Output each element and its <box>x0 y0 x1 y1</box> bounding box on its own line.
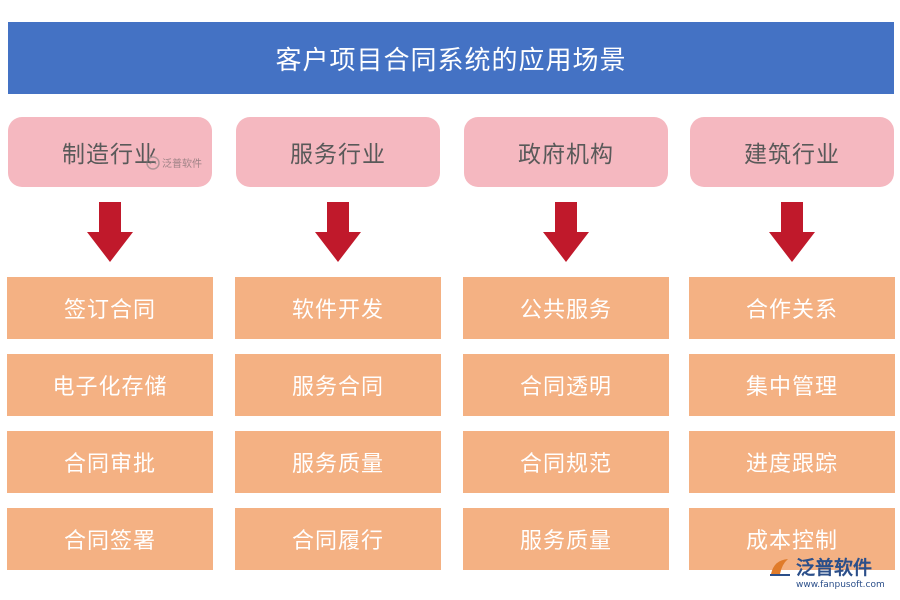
page-title: 客户项目合同系统的应用场景 <box>8 22 894 94</box>
down-arrow-icon <box>87 202 133 262</box>
item-manufacturing-1: 签订合同 <box>7 277 213 339</box>
item-government-1: 公共服务 <box>463 277 669 339</box>
item-manufacturing-3: 合同审批 <box>7 431 213 493</box>
item-manufacturing-4: 合同签署 <box>7 508 213 570</box>
item-construction-4: 成本控制 <box>689 508 895 570</box>
item-services-1: 软件开发 <box>235 277 441 339</box>
item-services-3: 服务质量 <box>235 431 441 493</box>
category-services: 服务行业 <box>236 117 440 187</box>
category-government: 政府机构 <box>464 117 668 187</box>
down-arrow-icon <box>543 202 589 262</box>
item-government-3: 合同规范 <box>463 431 669 493</box>
category-manufacturing: 制造行业 <box>8 117 212 187</box>
item-construction-3: 进度跟踪 <box>689 431 895 493</box>
item-services-4: 合同履行 <box>235 508 441 570</box>
item-government-4: 服务质量 <box>463 508 669 570</box>
item-construction-2: 集中管理 <box>689 354 895 416</box>
category-construction: 建筑行业 <box>690 117 894 187</box>
watermark-small: 泛普软件 <box>146 155 202 170</box>
item-manufacturing-2: 电子化存储 <box>7 354 213 416</box>
down-arrow-icon <box>315 202 361 262</box>
fanpu-logo-icon <box>146 155 160 170</box>
watermark-brand: 泛普软件 www.fanpusoft.com <box>768 553 885 590</box>
watermark-small-brand: 泛普软件 <box>162 159 202 170</box>
item-services-2: 服务合同 <box>235 354 441 416</box>
item-government-2: 合同透明 <box>463 354 669 416</box>
fanpu-logo-icon <box>770 558 790 576</box>
item-construction-1: 合作关系 <box>689 277 895 339</box>
watermark-brand-name: 泛普软件 <box>796 557 873 579</box>
down-arrow-icon <box>769 202 815 262</box>
watermark-url: www.fanpusoft.com <box>796 580 885 590</box>
